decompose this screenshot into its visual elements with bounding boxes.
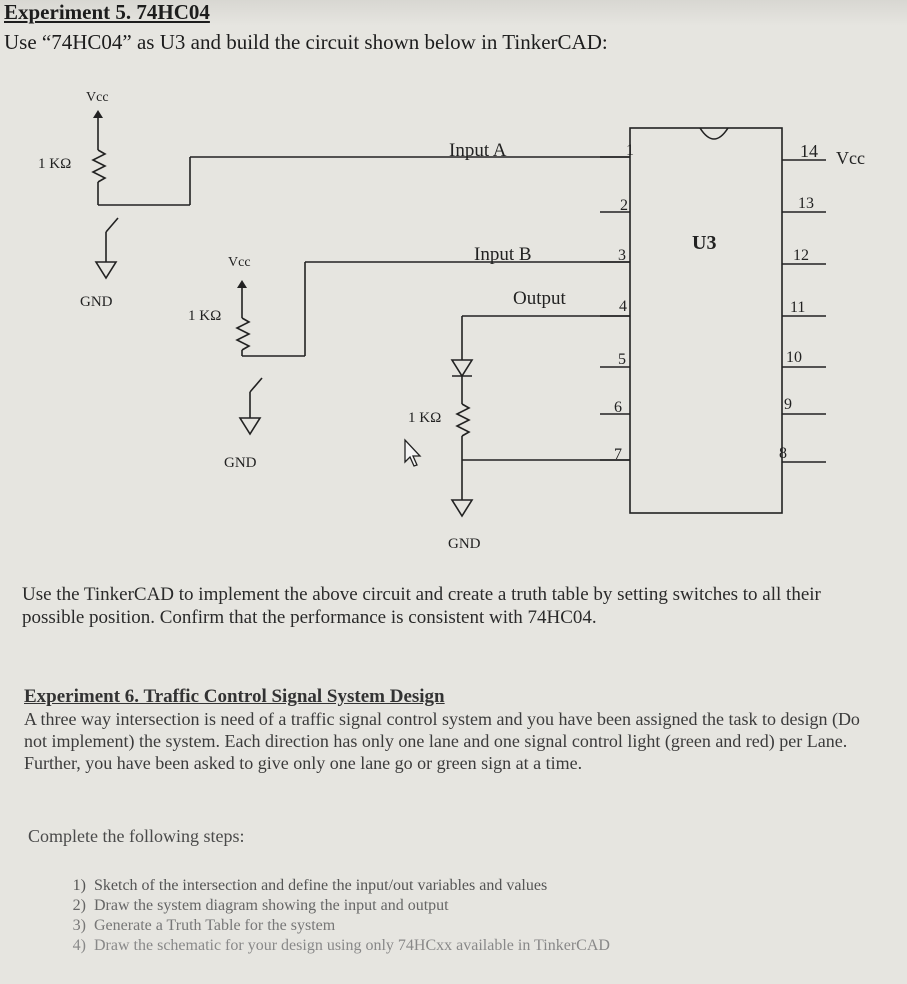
- list-item: 1)Sketch of the intersection and define …: [72, 877, 548, 894]
- mouse-cursor-icon: [404, 438, 422, 467]
- experiment-5-intro: Use “74HC04” as U3 and build the circuit…: [4, 30, 608, 54]
- pin-7: 7: [614, 446, 622, 463]
- pin-4: 4: [619, 298, 627, 315]
- res-mid-label: 1 KΩ: [188, 308, 221, 324]
- pin-5: 5: [618, 351, 626, 368]
- circuit-diagram: Vcc 1 KΩ GND Vcc 1 KΩ GND 1 KΩ GND Input…: [38, 90, 865, 552]
- input-a-label: Input A: [449, 140, 507, 161]
- vcc-mid-label: Vcc: [228, 255, 251, 270]
- pin-14: 14: [800, 141, 818, 161]
- list-item: 4)Draw the schematic for your design usi…: [72, 937, 610, 954]
- gnd-left-label: GND: [80, 294, 113, 310]
- pin-13: 13: [798, 195, 814, 212]
- output-label: Output: [513, 288, 567, 309]
- top-edge-shadow: [0, 0, 907, 26]
- res-out-label: 1 KΩ: [408, 410, 441, 426]
- gnd-mid-label: GND: [224, 455, 257, 471]
- right-pin-numbers: 14 13 12 11 10 9 8: [779, 141, 818, 462]
- left-pin-numbers: 1 2 3 4 5 6 7: [614, 142, 634, 463]
- vcc-arrow-left: [93, 110, 103, 118]
- pin-6: 6: [614, 399, 622, 416]
- vcc-left-label: Vcc: [86, 90, 109, 105]
- pin-9: 9: [784, 396, 792, 413]
- vcc-arrow-mid: [237, 280, 247, 288]
- chip-u3-label: U3: [692, 232, 716, 254]
- pin-11: 11: [790, 299, 805, 316]
- list-item: 3)Generate a Truth Table for the system: [72, 917, 336, 934]
- pin-3: 3: [618, 247, 626, 264]
- experiment-6-title: Experiment 6. Traffic Control Signal Sys…: [24, 686, 445, 707]
- experiment-5-title: Experiment 5. 74HC04: [4, 0, 210, 24]
- list-item: 2)Draw the system diagram showing the in…: [72, 897, 449, 914]
- steps-list: 1)Sketch of the intersection and define …: [66, 876, 610, 956]
- pin-8: 8: [779, 445, 787, 462]
- gnd-out-label: GND: [448, 536, 481, 552]
- pin-1: 1: [626, 142, 634, 159]
- experiment-6-body: A three way intersection is need of a tr…: [24, 709, 860, 773]
- vcc-right-label: Vcc: [836, 148, 865, 168]
- experiment-5-paragraph: Use the TinkerCAD to implement the above…: [22, 584, 821, 628]
- res-left-label: 1 KΩ: [38, 156, 71, 172]
- input-b-label: Input B: [474, 244, 532, 265]
- steps-label: Complete the following steps:: [28, 826, 245, 846]
- pin-10: 10: [786, 349, 802, 366]
- pin-2: 2: [620, 197, 628, 214]
- pin-12: 12: [793, 247, 809, 264]
